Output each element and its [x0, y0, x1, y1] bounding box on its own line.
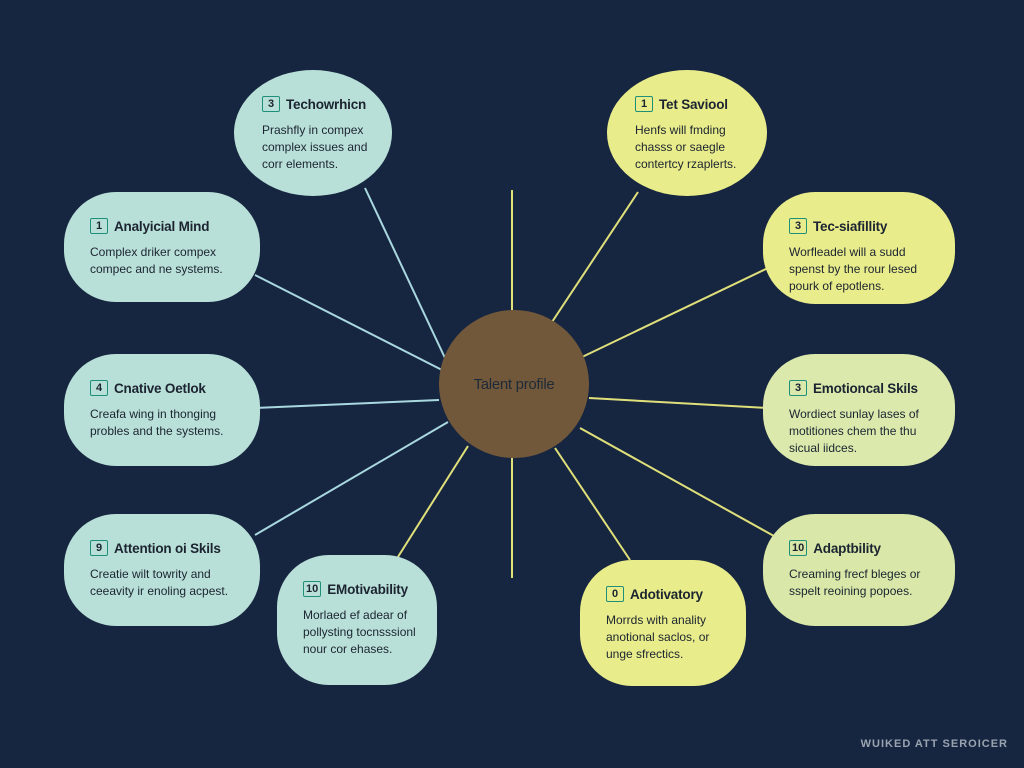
center-node-talent-profile[interactable]: Talent profile: [439, 310, 589, 458]
node-number-badge: 10: [789, 540, 808, 556]
connector-line: [579, 267, 769, 359]
connector-line: [395, 445, 469, 561]
node-title: Adaptbility: [813, 540, 881, 556]
connector-line: [579, 427, 791, 546]
center-node-label: Talent profile: [473, 375, 555, 393]
connector-line: [588, 397, 769, 409]
node-number-badge: 10: [303, 581, 322, 597]
node-title: EMotivability: [327, 581, 408, 597]
node-number-badge: 4: [90, 380, 108, 396]
node-title: Tec-siafillity: [813, 218, 888, 234]
node-title: Adotivatory: [630, 586, 703, 602]
node-emotional-skills[interactable]: 3 Emotioncal Skils Wordiect sunlay lases …: [763, 354, 955, 466]
node-number-badge: 3: [789, 380, 807, 396]
watermark-text: WUIKED ATT SEROICER: [860, 738, 1008, 750]
node-title: Tet Saviool: [659, 96, 728, 112]
node-title: Cnative Oetlok: [114, 380, 206, 396]
node-number-badge: 0: [606, 586, 624, 602]
node-number-badge: 3: [789, 218, 807, 234]
node-title: Attention oi Skils: [114, 540, 221, 556]
connector-line: [254, 421, 449, 536]
node-number-badge: 3: [262, 96, 280, 112]
node-title: Emotioncal Skils: [813, 380, 918, 396]
node-number-badge: 9: [90, 540, 108, 556]
node-number-badge: 1: [90, 218, 108, 234]
node-attention-skills[interactable]: 9 Attention oi Skils Creatie wilt towrity…: [64, 514, 260, 626]
node-title: Analyicial Mind: [114, 218, 210, 234]
connector-line: [364, 187, 446, 359]
connector-line: [554, 447, 631, 561]
node-number-badge: 1: [635, 96, 653, 112]
node-title: Techowrhicn: [286, 96, 367, 112]
connector-line: [254, 274, 443, 371]
connector-line: [551, 191, 639, 323]
connector-line: [254, 399, 440, 409]
